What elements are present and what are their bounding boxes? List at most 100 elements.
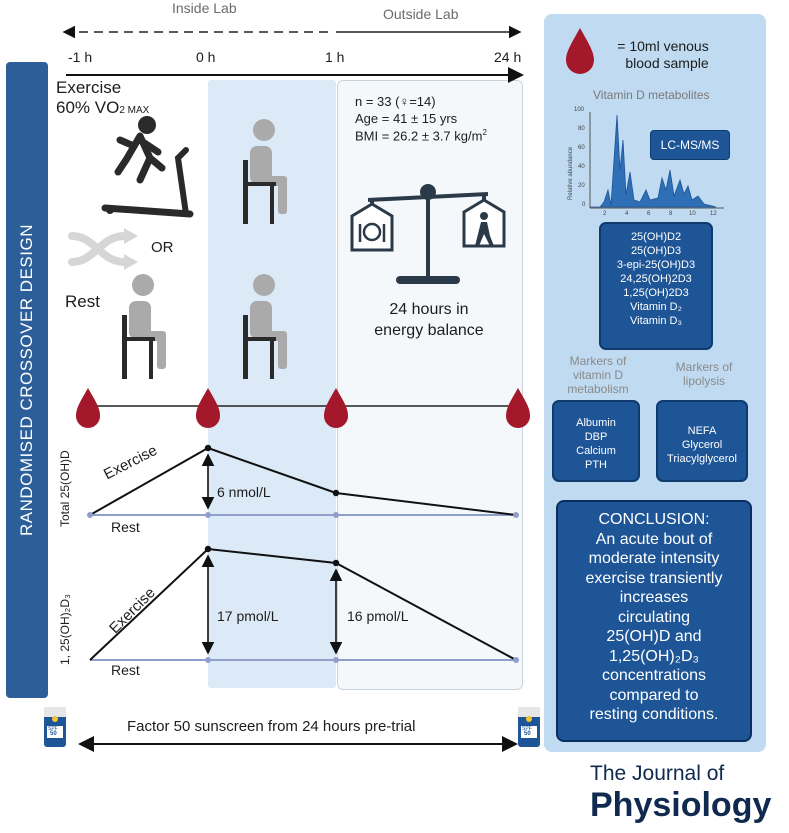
graph1-exercise-line — [89, 446, 517, 516]
metabolites-box: 25(OH)D2 25(OH)D3 3-epi-25(OH)D3 24,25(O… — [599, 222, 713, 350]
blood-drop-icon — [324, 388, 348, 428]
participants-age: Age = 41 ± 15 yrs — [355, 111, 458, 126]
markers-vitd-title-line: vitamin D — [572, 368, 623, 382]
sunscreen-bottle-icon — [44, 707, 66, 747]
energy-balance-line2: energy balance — [374, 322, 484, 339]
chrom-ytick: 100 — [574, 107, 585, 113]
chromatogram-trace — [590, 114, 717, 208]
journal-line2: Physiology — [590, 786, 772, 824]
graph2-axis-label: 1, 25(OH)₂D₃ — [58, 594, 72, 665]
metabolite-item: 3-epi-25(OH)D3 — [616, 259, 696, 271]
conclusion-line: 1,25(OH)₂D₃ — [608, 647, 700, 665]
participants-bmi-sup: 2 — [482, 128, 487, 137]
participants-bmi-main: BMI = 26.2 ± 3.7 kg/m — [355, 128, 483, 144]
chrom-ylabel: Relative abundance — [568, 146, 574, 200]
sunscreen-num-left: 50 — [50, 731, 57, 737]
exercise-label: Exercise — [56, 78, 122, 97]
graph1-rest-label: Rest — [111, 519, 140, 535]
conclusion-line: compared to — [609, 686, 699, 704]
or-label: OR — [151, 239, 174, 256]
graph1-axis-label: Total 25(OH)D — [58, 450, 72, 527]
conclusion-line: 25(OH)D and — [606, 628, 702, 645]
marker-item: Calcium — [576, 445, 616, 457]
markers-lipo-title-line: Markers of — [675, 360, 733, 374]
sunscreen-spf-left: SPF — [48, 726, 58, 732]
sunscreen-bottle-icon — [518, 707, 540, 747]
markers-lipo-title: Markers of lipolysis — [662, 360, 746, 388]
timepoint-0h: 0 h — [196, 49, 216, 65]
seated-figure-icon — [243, 119, 287, 224]
conclusion-box: CONCLUSION: An acute bout of moderate in… — [556, 500, 752, 742]
blood-sample-line2: blood sample — [625, 55, 709, 71]
participants-n: n = 33 (♀=14) — [355, 94, 436, 109]
metabolites-title: Vitamin D metabolites — [593, 88, 710, 102]
blood-drop-icon — [76, 388, 100, 428]
metabolite-item: Vitamin D₃ — [630, 315, 682, 327]
seated-figure-icon — [122, 274, 166, 379]
chrom-xtick: 4 — [625, 211, 629, 217]
exercise-intensity: 60% VO2 MAX — [56, 98, 149, 118]
conclusion-line: concentrations — [601, 667, 707, 684]
conclusion-line: moderate intensity — [588, 550, 720, 567]
graph1-delta: 6 nmol/L — [217, 484, 271, 500]
participants-bmi: BMI = 26.2 ± 3.7 kg/m2 — [355, 128, 487, 143]
blood-drop-icon — [566, 28, 594, 74]
blood-sample-line1: = 10ml venous — [617, 38, 709, 54]
markers-vitd-box: Albumin DBP Calcium PTH — [552, 400, 640, 482]
balance-scale-icon — [350, 184, 506, 284]
timepoint-24h: 24 h — [494, 49, 522, 65]
graph2-rest-label: Rest — [111, 662, 140, 678]
chrom-xtick: 8 — [669, 211, 673, 217]
outside-lab-zone — [337, 80, 523, 690]
chrom-xtick: 6 — [647, 211, 651, 217]
inside-lab-label: Inside Lab — [172, 0, 237, 16]
journal-line1: The Journal of — [590, 762, 725, 785]
conclusion-line: circulating — [617, 608, 691, 626]
energy-balance-line1: 24 hours in — [389, 301, 469, 318]
marker-item: Triacylglycerol — [667, 453, 737, 465]
metabolite-item: 1,25(OH)2D3 — [623, 287, 689, 299]
markers-lipo-box: NEFA Glycerol Triacylglycerol — [656, 400, 748, 482]
chrom-ytick: 0 — [582, 202, 586, 208]
markers-lipo-title-line: lipolysis — [682, 374, 725, 388]
blood-drop-icon — [196, 388, 220, 428]
metabolite-item: 25(OH)D3 — [630, 245, 682, 257]
walking-person-icon — [475, 212, 494, 246]
treadmill-runner-icon — [101, 116, 194, 218]
chrom-ytick: 20 — [578, 183, 585, 189]
marker-item: NEFA — [687, 425, 717, 437]
seated-figure-icon — [243, 274, 287, 379]
chromatogram — [589, 112, 724, 209]
crossover-icon — [68, 232, 129, 266]
marker-item: PTH — [585, 459, 607, 471]
conclusion-line: exercise transiently — [585, 569, 723, 587]
chrom-ytick: 40 — [578, 164, 585, 170]
timepoint-1h: 1 h — [325, 49, 345, 65]
chrom-xtick: 12 — [710, 211, 717, 217]
markers-vitd-title: Markers of vitamin D metabolism — [556, 354, 640, 396]
side-banner: RANDOMISED CROSSOVER DESIGN — [6, 62, 48, 698]
timepoint-minus1h: -1 h — [68, 49, 93, 65]
metabolite-item: 25(OH)D2 — [630, 231, 682, 243]
conclusion-line: resting conditions. — [589, 706, 719, 723]
markers-vitd-title-line: metabolism — [567, 382, 629, 396]
markers-vitd-title-line: Markers of — [569, 354, 627, 368]
chrom-ytick: 80 — [578, 126, 585, 132]
marker-item: Albumin — [576, 417, 616, 429]
graph2-delta2: 16 pmol/L — [347, 608, 409, 624]
metabolite-item: Vitamin D₂ — [630, 301, 682, 313]
chrom-xtick: 10 — [689, 211, 696, 217]
conclusion-line: An acute bout of — [595, 530, 713, 548]
plate-icon — [358, 222, 386, 242]
chrom-ytick: 60 — [578, 145, 585, 151]
sunscreen-num-right: 50 — [524, 731, 531, 737]
outside-lab-label: Outside Lab — [383, 6, 459, 22]
rest-label: Rest — [65, 292, 100, 311]
conclusion-line: CONCLUSION: — [598, 511, 710, 528]
exercise-intensity-main: 60% VO — [56, 98, 120, 117]
exercise-intensity-sub: 2 MAX — [119, 105, 150, 116]
conclusion-line: increases — [619, 589, 689, 606]
blood-drop-icon — [506, 388, 530, 428]
sunscreen-text: Factor 50 sunscreen from 24 hours pre-tr… — [127, 718, 416, 735]
